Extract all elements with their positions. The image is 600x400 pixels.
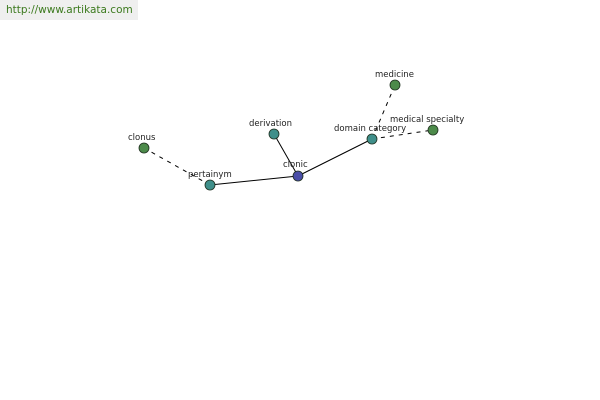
node-pertainym[interactable] — [204, 179, 216, 191]
graph-labels: clonic derivation pertainym domain category… — [128, 70, 464, 180]
watermark-url[interactable]: http://www.artikata.com — [6, 4, 133, 16]
node-medical-specialty[interactable] — [427, 124, 439, 136]
graph-nodes — [138, 79, 439, 191]
edge-domain-category-medicine — [371, 84, 396, 140]
edge-clonic-derivation — [273, 133, 299, 177]
node-clonus[interactable] — [138, 142, 150, 154]
label-medicine: medicine — [375, 70, 414, 80]
edge-domain-category-medical-specialty — [371, 129, 434, 140]
node-domain-category[interactable] — [366, 133, 378, 145]
label-domain-category: domain category — [334, 124, 406, 134]
edge-clonic-domain-category — [297, 138, 373, 177]
label-medical-specialty: medical specialty — [390, 115, 464, 125]
graph-edges — [143, 84, 434, 186]
watermark: http://www.artikata.com — [0, 0, 138, 20]
edge-pertainym-clonus — [143, 147, 211, 186]
node-derivation[interactable] — [268, 128, 280, 140]
label-pertainym: pertainym — [188, 170, 232, 180]
label-clonus: clonus — [128, 133, 156, 143]
label-clonic: clonic — [283, 160, 308, 170]
label-derivation: derivation — [249, 119, 292, 129]
node-clonic[interactable] — [292, 170, 304, 182]
node-medicine[interactable] — [389, 79, 401, 91]
edge-clonic-pertainym — [209, 175, 299, 186]
